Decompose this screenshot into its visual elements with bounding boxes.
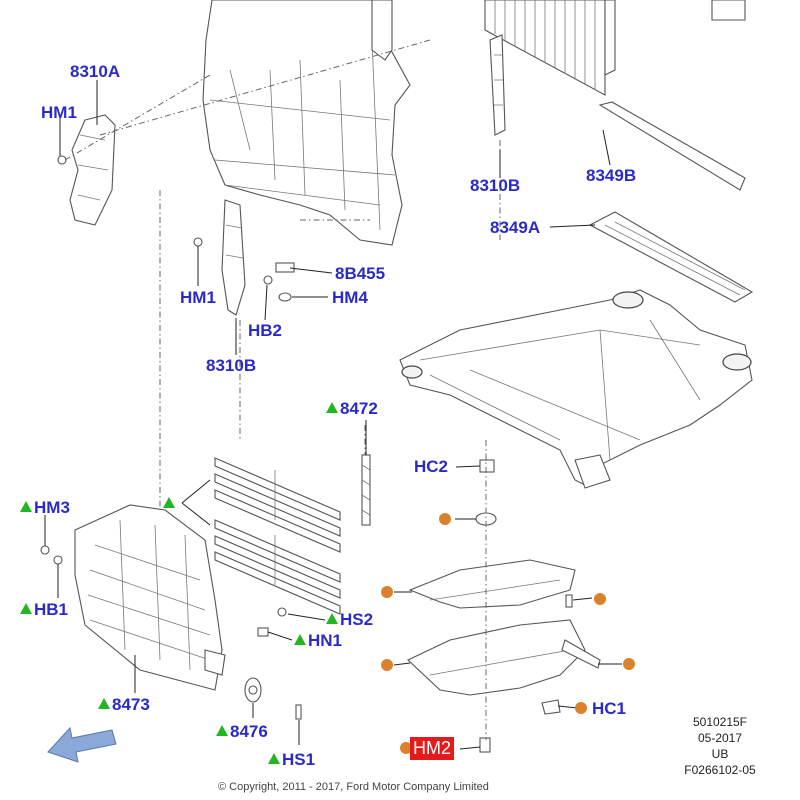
callout-8B455: 8B455 [335, 264, 386, 283]
callout-HB2: HB2 [248, 321, 283, 340]
underbody-shield-illustration [407, 559, 601, 715]
air-deflector-8310B-center [221, 199, 246, 316]
callout-8472: 8472 [326, 400, 378, 417]
callout-HC2: HC2 [414, 457, 449, 476]
front-subframe-illustration [399, 289, 753, 489]
air-deflector-8310A [69, 114, 116, 226]
callout-8310B-mid: 8310B [206, 356, 257, 375]
orange-circle-icon [381, 586, 393, 598]
callout-HN1: HN1 [294, 632, 342, 649]
green-triangle-icon [268, 753, 280, 764]
metadata-date: 05-2017 [697, 731, 743, 745]
callout-HM3: HM3 [20, 499, 70, 516]
condenser-illustration [484, 0, 746, 96]
metadata-region: UB [711, 747, 729, 761]
callout-HM1-top: HM1 [41, 103, 77, 122]
seal-plate-8349A [588, 211, 754, 303]
orange-circle-icon [623, 658, 635, 670]
callout-8476: 8476 [216, 723, 268, 740]
figure-metadata: 5010215F 05-2017 UB F0266102-05 [672, 714, 768, 778]
copyright-notice: © Copyright, 2011 - 2017, Ford Motor Com… [218, 781, 489, 793]
callout-HS1: HS1 [268, 751, 315, 768]
grille-shutter-8472 [214, 457, 341, 615]
callout-HM1-mid: HM1 [180, 288, 216, 307]
callout-HS2: HS2 [326, 611, 373, 628]
orange-circle-icon [575, 702, 587, 714]
callout-8349B: 8349B [586, 166, 637, 185]
callout-8349A: 8349A [490, 218, 541, 237]
grille-frame-8473 [74, 504, 226, 691]
callout-HC1: HC1 [592, 699, 627, 718]
orange-circle-icon [439, 513, 451, 525]
radiator-support-illustration [202, 0, 411, 246]
orange-circle-icon [381, 659, 393, 671]
callout-HM2-highlighted: HM2 [410, 737, 455, 760]
callout-HB1: HB1 [20, 601, 68, 618]
green-triangle-icon [163, 497, 175, 508]
callout-8310A: 8310A [70, 62, 121, 81]
green-triangle-icon [294, 634, 306, 645]
green-triangle-icon [20, 501, 32, 512]
front-direction-arrow-icon [47, 726, 117, 763]
metadata-figure-number: F0266102-05 [684, 763, 756, 777]
green-triangle-icon [98, 698, 110, 709]
callout-8310B-top: 8310B [470, 176, 521, 195]
orange-circle-icon [594, 593, 606, 605]
green-triangle-icon [20, 603, 32, 614]
green-triangle-icon [326, 402, 338, 413]
green-triangle-icon [216, 725, 228, 736]
orange-circle-icon [400, 742, 412, 754]
air-deflector-8310B-right [489, 34, 506, 136]
metadata-code: 5010215F [692, 715, 748, 729]
callout-HM4: HM4 [332, 288, 368, 307]
callout-8473: 8473 [98, 696, 150, 713]
green-triangle-icon [326, 613, 338, 624]
seal-bar-8349B [598, 101, 746, 191]
